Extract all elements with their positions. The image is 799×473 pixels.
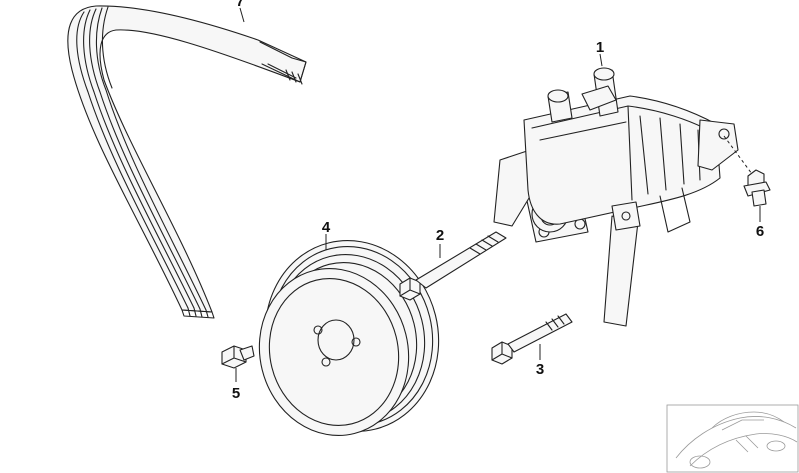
callout-6: 6 (756, 223, 764, 240)
bolt-small (221, 345, 255, 369)
bolt-long (399, 231, 507, 301)
callout-7: 7 (236, 0, 244, 10)
flange-bolt (743, 169, 771, 207)
bolt-medium (491, 313, 573, 365)
callout-2: 2 (436, 227, 444, 244)
steering-pump (493, 67, 739, 327)
drive-belt (67, 5, 307, 319)
callout-1: 1 (596, 39, 604, 56)
callout-4: 4 (322, 219, 331, 236)
callout-3: 3 (536, 361, 544, 378)
pulley (258, 240, 440, 436)
callout-5: 5 (232, 385, 240, 402)
leader-1 (599, 53, 603, 67)
leader-7 (239, 7, 245, 23)
vehicle-thumbnail (666, 404, 799, 473)
